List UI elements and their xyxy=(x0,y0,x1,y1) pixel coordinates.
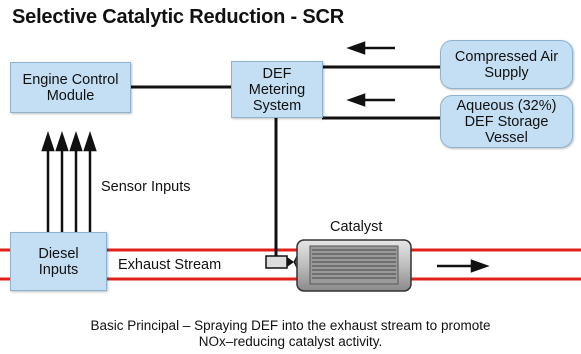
ecm-label: Engine Control Module xyxy=(22,71,119,104)
def-storage-vessel: Aqueous (32%) DEF Storage Vessel xyxy=(440,95,573,148)
exhaust-stream-label: Exhaust Stream xyxy=(118,257,222,273)
catalyst-label: Catalyst xyxy=(330,219,383,235)
page-title: Selective Catalytic Reduction - SCR xyxy=(12,6,344,28)
def-vessel-label: Aqueous (32%) DEF Storage Vessel xyxy=(456,97,557,146)
compressed-air-label: Compressed Air Supply xyxy=(454,48,559,81)
sensor-inputs-label: Sensor Inputs xyxy=(101,179,191,195)
arrow-air xyxy=(346,41,395,55)
sensor-arrows xyxy=(41,131,97,232)
caption-line-1: Basic Principal – Spraying DEF into the … xyxy=(90,318,491,333)
injector-nozzle xyxy=(265,255,288,269)
def-metering-label: DEF Metering System xyxy=(248,65,306,114)
caption: Basic Principal – Spraying DEF into the … xyxy=(0,318,581,350)
caption-line-2: NOx–reducing catalyst activity. xyxy=(198,334,383,349)
diesel-inputs-label: Diesel Inputs xyxy=(38,245,79,278)
flow-arrow xyxy=(437,259,490,273)
catalyst-core xyxy=(312,249,396,279)
arrow-def xyxy=(346,93,395,107)
def-metering-system: DEF Metering System xyxy=(231,61,323,118)
compressed-air-supply: Compressed Air Supply xyxy=(440,40,573,89)
engine-control-module: Engine Control Module xyxy=(10,62,131,113)
diesel-inputs: Diesel Inputs xyxy=(10,232,107,291)
